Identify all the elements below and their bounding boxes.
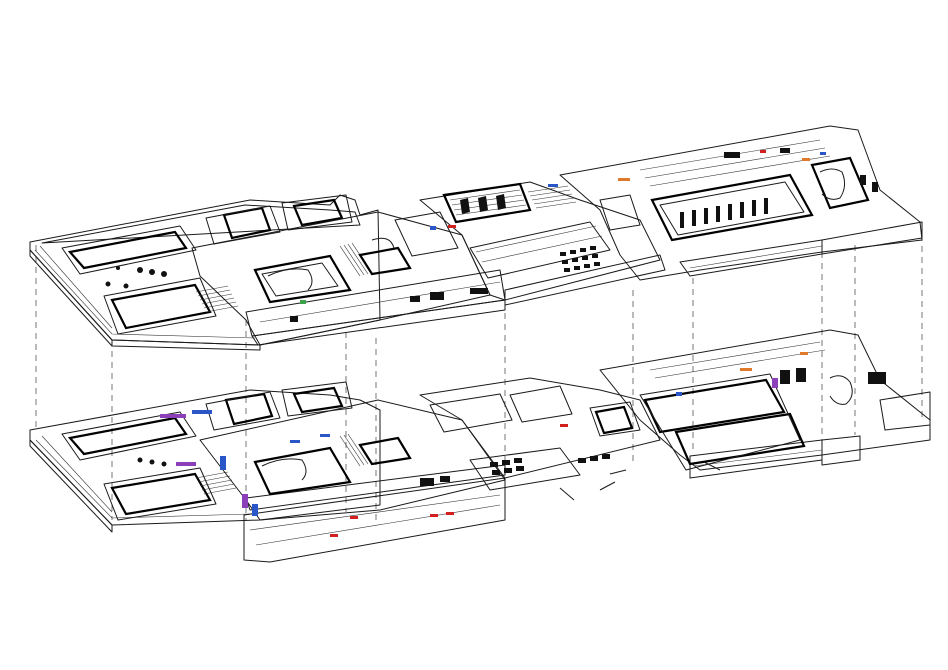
upper-markers <box>300 150 826 304</box>
upper-floor-plan <box>29 125 923 351</box>
upper-middle-left-block <box>191 211 506 346</box>
upper-central-block <box>419 181 666 306</box>
upper-left-wing <box>29 194 381 351</box>
lower-central-block <box>419 377 661 491</box>
lower-right-wing <box>599 329 931 479</box>
lower-left-wing <box>29 381 381 533</box>
lower-markers <box>160 352 808 537</box>
upper-right-wing <box>559 125 923 281</box>
lower-leader-lines <box>559 461 721 501</box>
lower-floor-plan <box>29 329 931 563</box>
lower-middle-left-block <box>199 399 506 563</box>
